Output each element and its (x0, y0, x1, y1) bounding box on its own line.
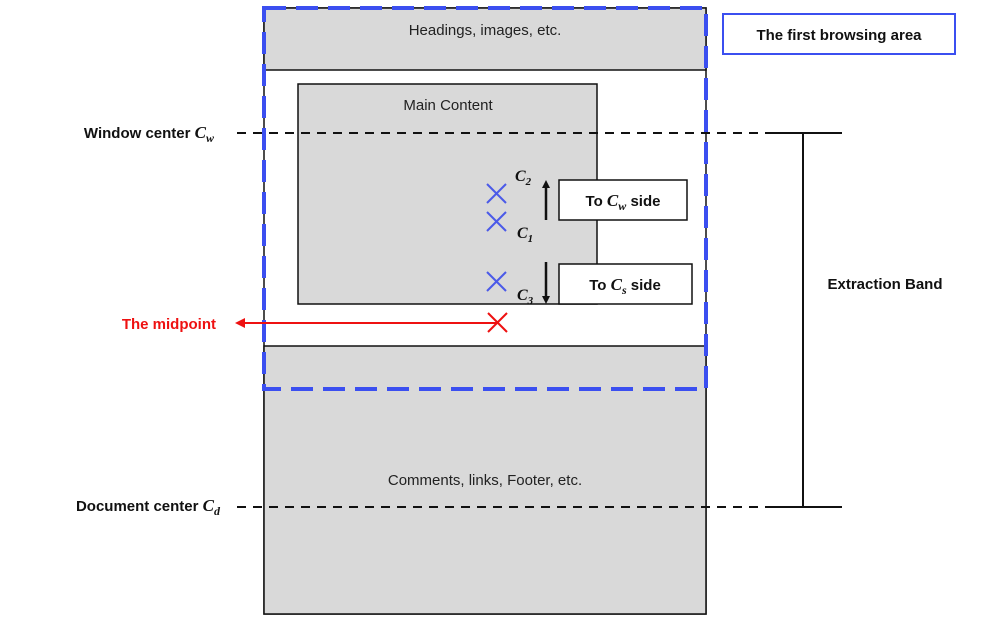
document-center-label: Document center Cd (76, 496, 221, 518)
c1-marker (486, 211, 507, 232)
first-browsing-area-label: The first browsing area (756, 27, 922, 44)
to-cs-side-label: To Cs side (589, 275, 661, 297)
to-cs-side-box (558, 263, 693, 305)
to-cw-side-label: To Cw side (586, 191, 661, 213)
window-center-label: Window center Cw (84, 123, 215, 145)
to-cw-side-box (558, 179, 688, 221)
main-content-block (297, 83, 598, 305)
c3-marker (486, 271, 507, 292)
main-content-label: Main Content (403, 97, 493, 114)
c3-label: C3 (517, 287, 534, 307)
c2-label: C2 (515, 168, 532, 188)
midpoint-label: The midpoint (122, 316, 216, 333)
c2-marker (486, 183, 507, 204)
first-browsing-area (262, 6, 708, 391)
header-block-label: Headings, images, etc. (409, 22, 562, 39)
header-block (263, 7, 707, 71)
c1-label: C1 (517, 225, 533, 245)
extraction-band-label: Extraction Band (827, 276, 942, 293)
footer-block-label: Comments, links, Footer, etc. (388, 472, 582, 489)
first-browsing-area-legend (722, 13, 956, 55)
midpoint-marker (487, 312, 508, 333)
